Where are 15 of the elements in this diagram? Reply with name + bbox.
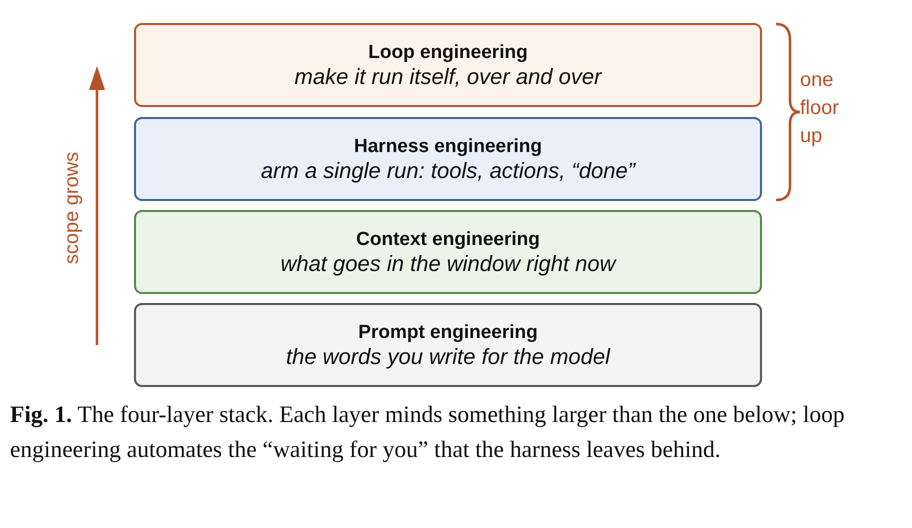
layer-description: the words you write for the model — [286, 344, 610, 368]
layer-title: Context engineering — [356, 228, 540, 250]
bracket-label: one floor up — [800, 68, 840, 149]
layer-title: Harness engineering — [354, 136, 542, 158]
layer-box — [134, 23, 762, 107]
layer-title: Prompt engineering — [358, 322, 538, 344]
figure-caption: Fig. 1. The four-layer stack. Each layer minds something larger than the one below; loop engineering automates the “waiting for you” that the harness leaves behind. — [10, 401, 846, 465]
layer-description: arm a single run: tools, actions, “done” — [260, 158, 636, 182]
layer-box — [134, 210, 762, 294]
layer-description: make it run itself, over and over — [294, 64, 602, 88]
layer-box — [134, 303, 762, 387]
layer-box — [134, 117, 762, 201]
layer-description: what goes in the window right now — [280, 250, 616, 276]
layer-title: Loop engineering — [368, 42, 528, 64]
axis-label: scope grows — [60, 151, 84, 264]
